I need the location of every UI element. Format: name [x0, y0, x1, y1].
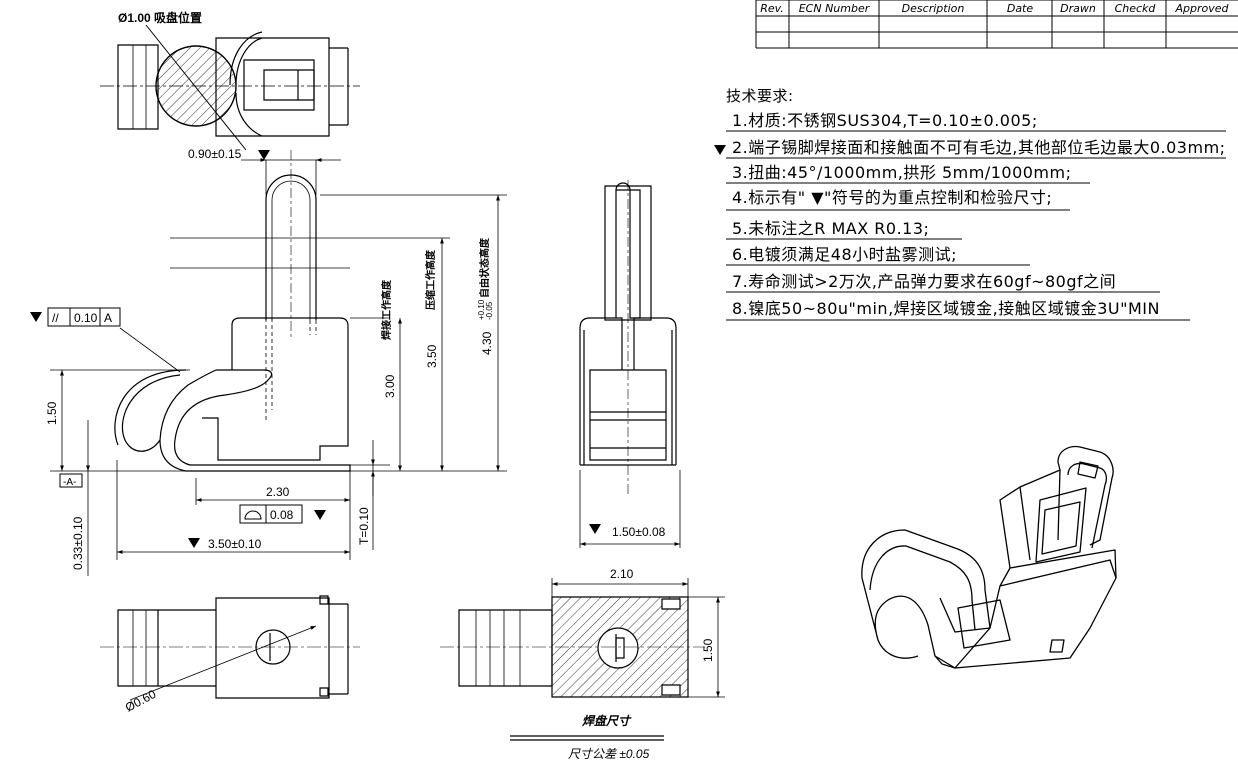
- ecn-header: ECN Number: [799, 2, 871, 15]
- top-view: [100, 25, 360, 150]
- flatness-symbol: //: [52, 311, 59, 325]
- drawn-header: Drawn: [1060, 2, 1096, 15]
- date-header: Date: [1007, 2, 1034, 15]
- side-view: [115, 150, 350, 471]
- critical-marker-icon: [188, 538, 200, 548]
- tech-req-item-7: 7.寿命测试>2万次,产品弹力要求在60gf~80gf之间: [732, 272, 1116, 291]
- approved-header: Approved: [1174, 2, 1229, 15]
- dim-tol-minus: -0.05: [485, 301, 494, 320]
- pad-view: [440, 597, 705, 697]
- dim-height-350: 3.50: [425, 344, 439, 368]
- side-view-dimension-texts: 0.90±0.15 2.30 3.50±0.10 1.50 0.33±0.10 …: [45, 147, 494, 570]
- label-height-300: 焊接工作高度: [380, 279, 393, 340]
- dim-thickness: T=0.10: [357, 507, 371, 545]
- flatness-datum: A: [104, 311, 112, 325]
- checked-header: Checkd: [1115, 2, 1157, 15]
- flatness-value: 0.10: [74, 311, 98, 325]
- pad-height: 1.50: [701, 638, 715, 662]
- tech-req-item-5: 5.未标注之R MAX R0.13;: [732, 219, 929, 238]
- side-view-dimension-lines: [50, 158, 507, 576]
- tech-req-item-2: 2.端子锡脚焊接面和接触面不可有毛边,其他部位毛边最大0.03mm;: [732, 138, 1226, 157]
- critical-marker-icon: [314, 510, 326, 520]
- description-header: Description: [902, 2, 965, 15]
- dim-width-top: 0.90±0.15: [188, 147, 242, 161]
- critical-marker-icon: [258, 150, 270, 160]
- critical-marker-icon: [589, 524, 601, 534]
- tech-req-title: 技术要求:: [726, 87, 794, 105]
- flatness-frame: // 0.10 A: [30, 308, 120, 326]
- tech-req-item-3: 3.扭曲:45°/1000mm,拱形 5mm/1000mm;: [732, 163, 1072, 182]
- datum-a-frame: -A-: [60, 474, 82, 488]
- bottom-view: [100, 596, 360, 700]
- suction-position-label: Ø1.00 吸盘位置: [118, 10, 202, 25]
- critical-marker-icon: [714, 145, 726, 155]
- tech-req-item-1: 1.材质:不锈钢SUS304,T=0.10±0.005;: [732, 111, 1038, 130]
- pad-width: 2.10: [610, 567, 634, 581]
- bottom-view-diameter: Ø0.60: [123, 687, 159, 715]
- datum-label: -A-: [63, 477, 76, 488]
- dim-width-350: 3.50±0.10: [208, 537, 262, 551]
- dim-height-150: 1.50: [45, 401, 59, 425]
- dim-tol-plus: +0.10: [477, 299, 486, 320]
- dim-height-430: 4.30: [480, 331, 494, 355]
- dim-offset: 0.33±0.10: [71, 516, 85, 570]
- tech-req-item-4: 4.标示有" ▼"符号的为重点控制和检验尺寸;: [732, 188, 1052, 207]
- revision-table-headers: Rev. ECN Number Description Date Drawn C…: [760, 2, 1229, 15]
- label-height-350: 压缩工作高度: [424, 249, 437, 310]
- isometric-view: [862, 447, 1116, 668]
- critical-marker-icon: [30, 312, 42, 322]
- front-view-width: 1.50±0.08: [612, 525, 666, 539]
- rev-header: Rev.: [760, 2, 784, 15]
- pad-view-dimension-lines: [510, 578, 725, 740]
- profile-value: 0.08: [270, 508, 294, 522]
- revision-table: [756, 0, 1238, 48]
- tech-req-item-8: 8.镍底50~80u"min,焊接区域镀金,接触区域镀金3U"MIN: [732, 299, 1160, 318]
- front-view: [580, 180, 676, 495]
- dim-width-230: 2.30: [266, 485, 290, 499]
- profile-symbol-icon: [245, 511, 261, 519]
- profile-frame: 0.08: [240, 505, 326, 523]
- tech-req-item-6: 6.电镀须满足48小时盐雾测试;: [732, 245, 957, 264]
- dim-height-300: 3.00: [383, 374, 397, 398]
- label-height-430: 自由状态高度: [478, 237, 491, 298]
- technical-requirements: 技术要求: 1.材质:不锈钢SUS304,T=0.10±0.005; 2.端子锡…: [714, 87, 1226, 320]
- pad-view-title: 焊盘尺寸: [581, 714, 632, 728]
- front-view-dimension: [580, 470, 680, 548]
- tolerance-note: 尺寸公差 ±0.05: [568, 747, 650, 761]
